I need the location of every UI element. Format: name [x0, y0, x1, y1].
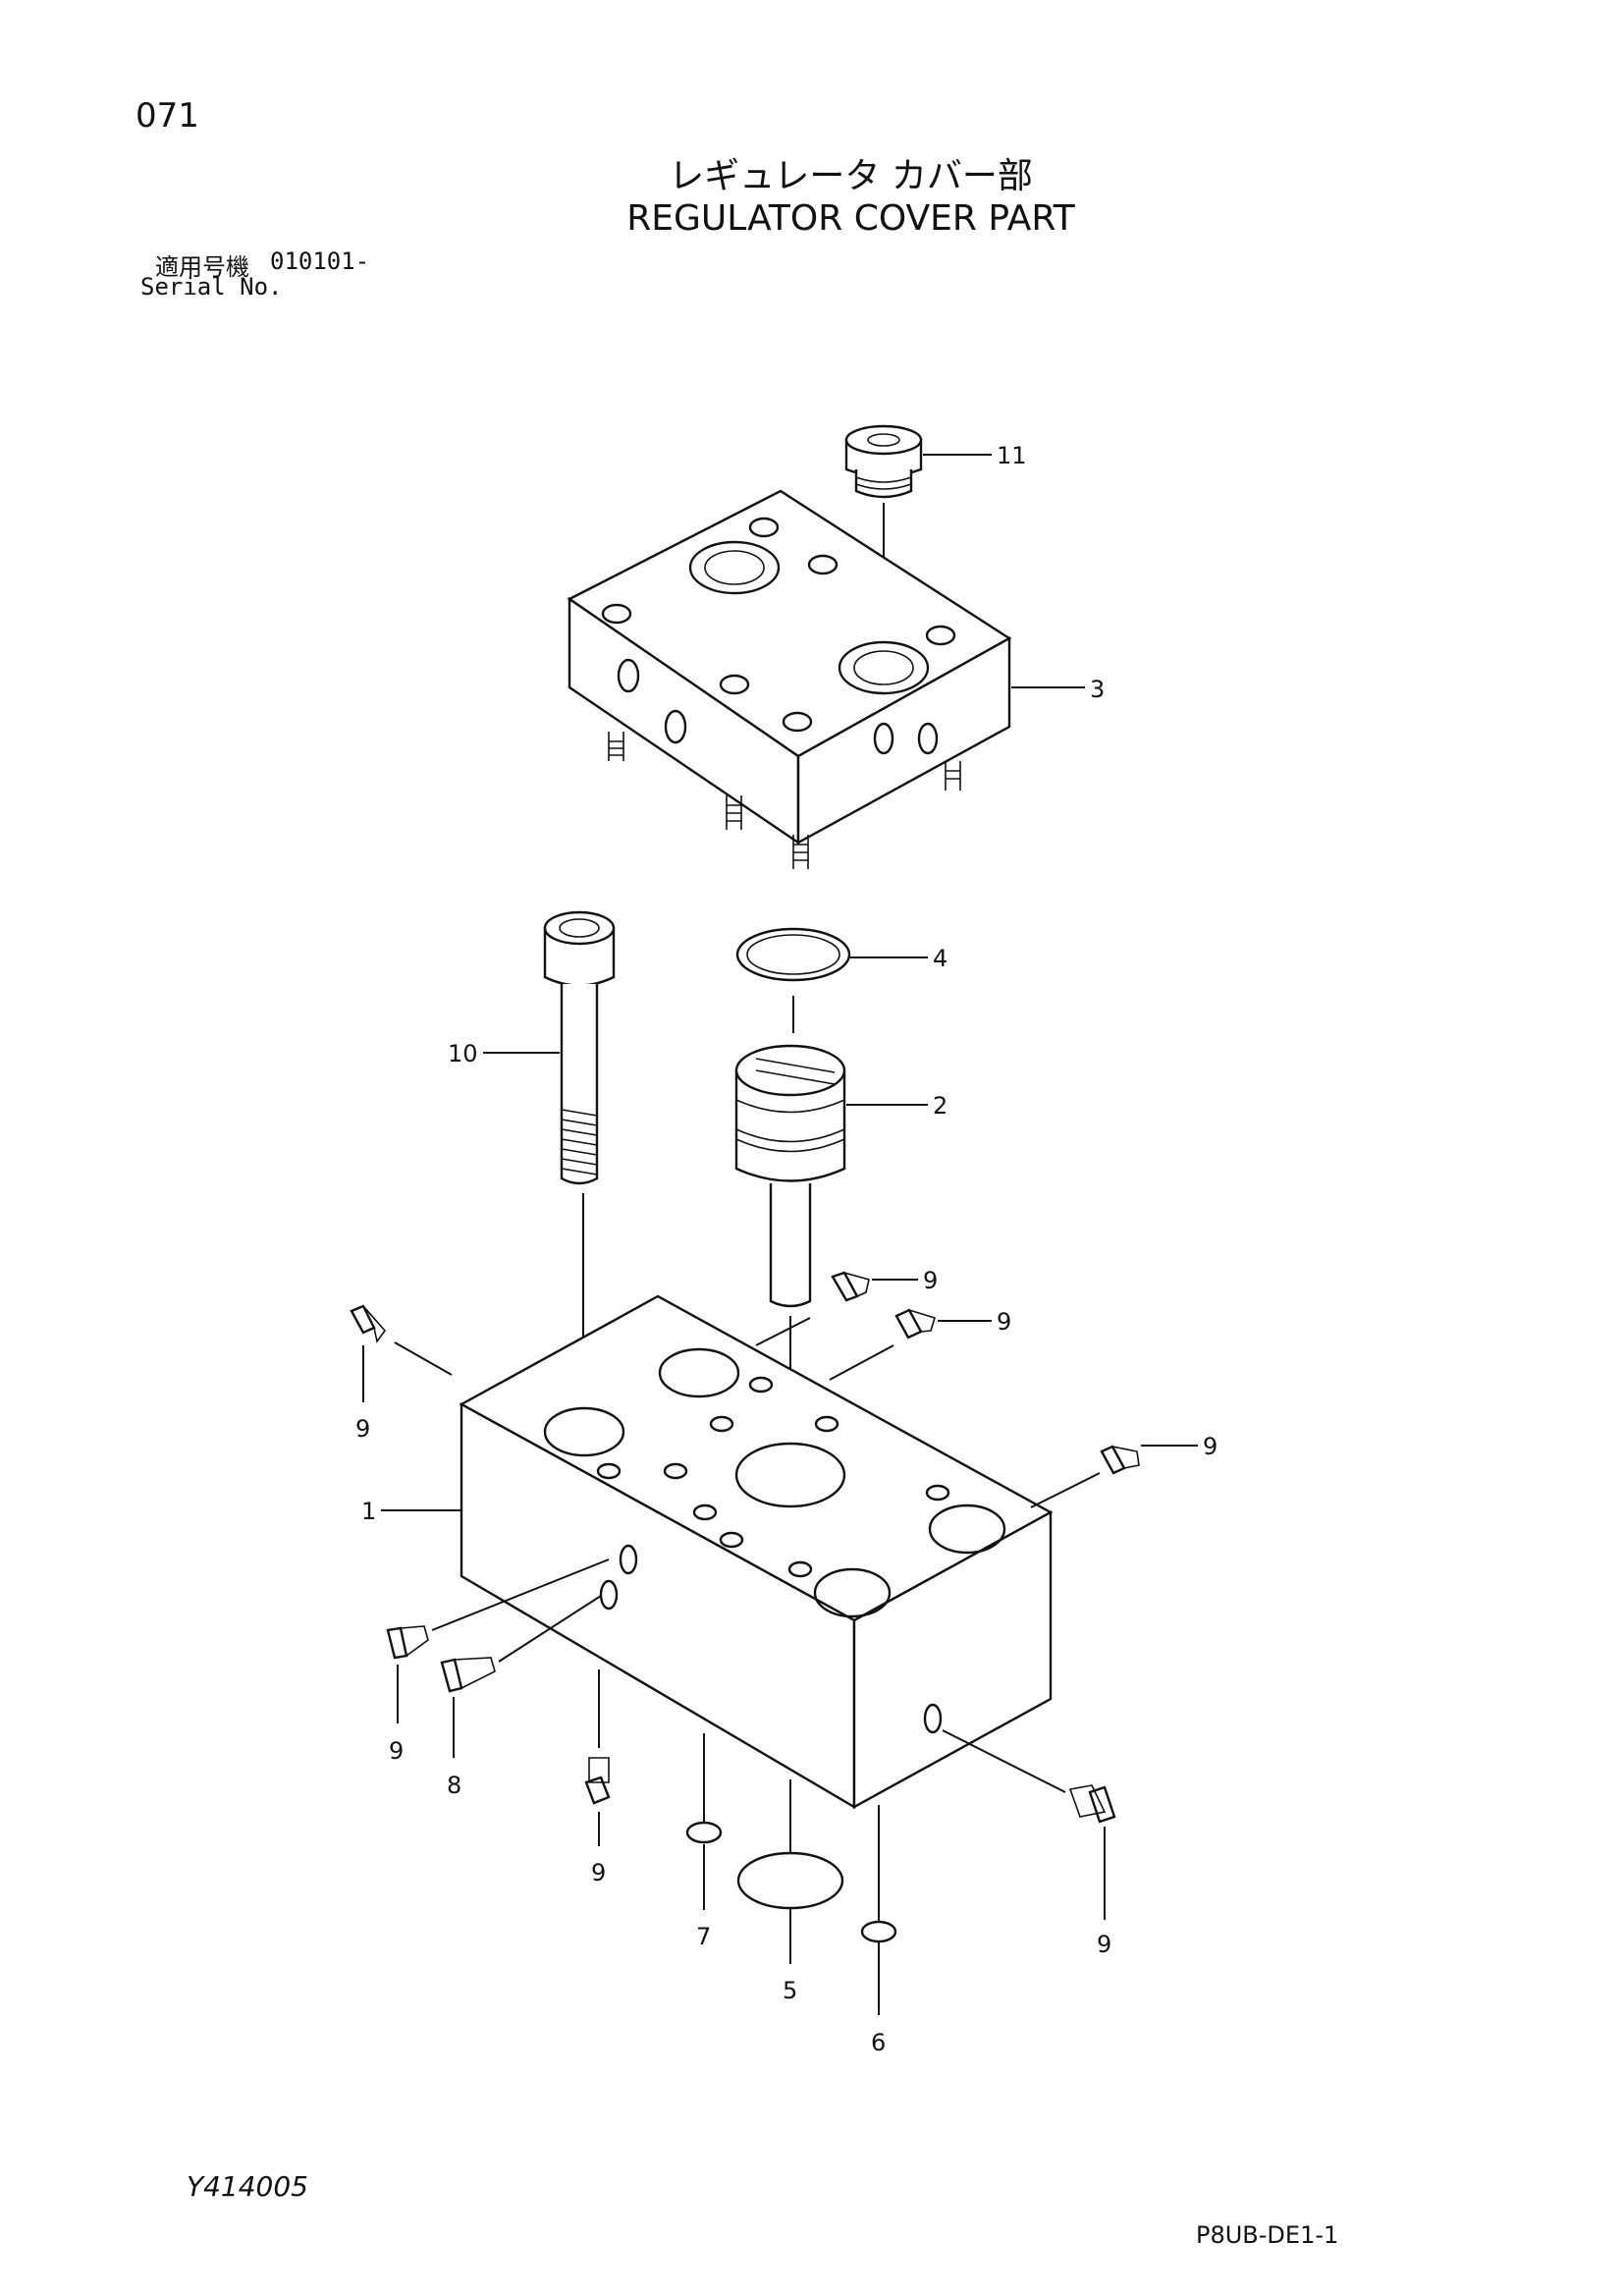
part-11-plug: [844, 424, 992, 668]
part-2-spool: [734, 1044, 928, 1468]
callout-11: 11: [997, 442, 1027, 469]
page-number: 071: [135, 96, 199, 136]
part-10-bolt: [483, 910, 616, 1414]
callout-9-f: 9: [591, 1859, 606, 1886]
part-4-ring: [735, 927, 928, 1033]
callout-9-g: 9: [1097, 1931, 1111, 1958]
part-6-oring: [860, 1805, 897, 2015]
screw-9e: [386, 1558, 610, 1723]
part-7-oring: [685, 1733, 723, 1910]
document-code: P8UB-DE1-1: [1196, 2221, 1339, 2249]
screw-8: [440, 1595, 602, 1758]
figure-id: Y414005: [187, 2170, 308, 2203]
callout-9-e: 9: [389, 1737, 404, 1765]
screw-9f: [584, 1669, 611, 1846]
screw-9a: [755, 1271, 918, 1346]
callout-7: 7: [696, 1923, 711, 1950]
callout-6: 6: [871, 2029, 886, 2056]
screw-9b: [829, 1308, 992, 1381]
callout-3: 3: [1090, 676, 1105, 703]
callout-8: 8: [447, 1772, 461, 1799]
callout-9-b: 9: [997, 1308, 1011, 1336]
callout-9-d: 9: [1203, 1433, 1217, 1460]
part-3-cover-block: [567, 489, 1085, 869]
part-1-main-block: [381, 1294, 1054, 1810]
callout-9-a: 9: [923, 1267, 938, 1294]
serial-label-japanese: 適用号機: [155, 253, 249, 281]
callout-1: 1: [361, 1498, 376, 1525]
callout-2: 2: [933, 1092, 947, 1120]
title-english: REGULATOR COVER PART: [626, 198, 1075, 239]
title-japanese: レギュレータ カバー部: [669, 156, 1033, 196]
serial-value: 010101-: [270, 247, 370, 275]
part-5-oring: [736, 1779, 844, 1964]
screw-9g: [942, 1729, 1116, 1920]
callout-4: 4: [933, 945, 947, 972]
callout-10: 10: [448, 1040, 478, 1067]
callout-9-c: 9: [355, 1415, 370, 1443]
screw-9d: [1030, 1445, 1198, 1508]
callout-5: 5: [783, 1977, 797, 2004]
screw-9c: [350, 1304, 453, 1402]
serial-label-english: Serial No.: [140, 273, 283, 301]
